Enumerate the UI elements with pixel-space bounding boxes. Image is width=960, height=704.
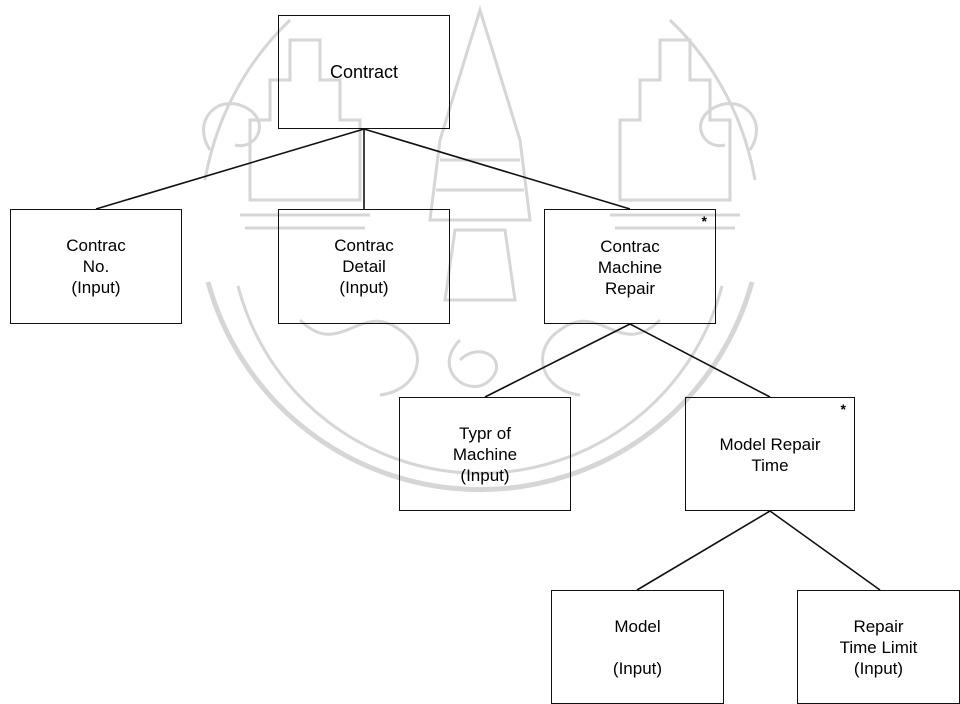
model-node[interactable]: Model (Input) bbox=[551, 590, 724, 704]
edge-machine-repair-model-repair-time bbox=[629, 323, 771, 398]
contract-label: Contract bbox=[329, 61, 399, 82]
repair-time-limit-label: Repair Time Limit (Input) bbox=[839, 616, 918, 678]
contrac-detail-node[interactable]: Contrac Detail (Input) bbox=[278, 209, 450, 324]
repair-time-limit-node[interactable]: Repair Time Limit (Input) bbox=[797, 590, 960, 704]
edge-machine-repair-typr-of-machine bbox=[484, 323, 631, 398]
typr-of-machine-node[interactable]: Typr of Machine (Input) bbox=[399, 397, 571, 511]
model-repair-time-label: Model Repair Time bbox=[719, 435, 821, 475]
contrac-machine-repair-label: Contrac Machine Repair bbox=[597, 237, 663, 298]
model-repair-time-node[interactable]: Model Repair Time * bbox=[685, 397, 855, 511]
iteration-marker: * bbox=[701, 213, 707, 229]
contrac-no-node[interactable]: Contrac No. (Input) bbox=[10, 209, 182, 324]
contrac-detail-label: Contrac Detail (Input) bbox=[334, 236, 394, 297]
contrac-no-label: Contrac No. (Input) bbox=[66, 236, 126, 297]
iteration-marker: * bbox=[840, 401, 846, 417]
typr-of-machine-label: Typr of Machine (Input) bbox=[452, 423, 518, 485]
edge-model-repair-time-model bbox=[636, 510, 771, 591]
edge-model-repair-time-repair-time-limit bbox=[769, 510, 881, 591]
contrac-machine-repair-node[interactable]: Contrac Machine Repair * bbox=[544, 209, 716, 324]
contract-node[interactable]: Contract bbox=[278, 15, 450, 129]
edge-contract-contrac-machine-repair bbox=[363, 128, 631, 210]
model-label: Model (Input) bbox=[612, 616, 663, 678]
edge-contract-contrac-no bbox=[95, 128, 365, 210]
